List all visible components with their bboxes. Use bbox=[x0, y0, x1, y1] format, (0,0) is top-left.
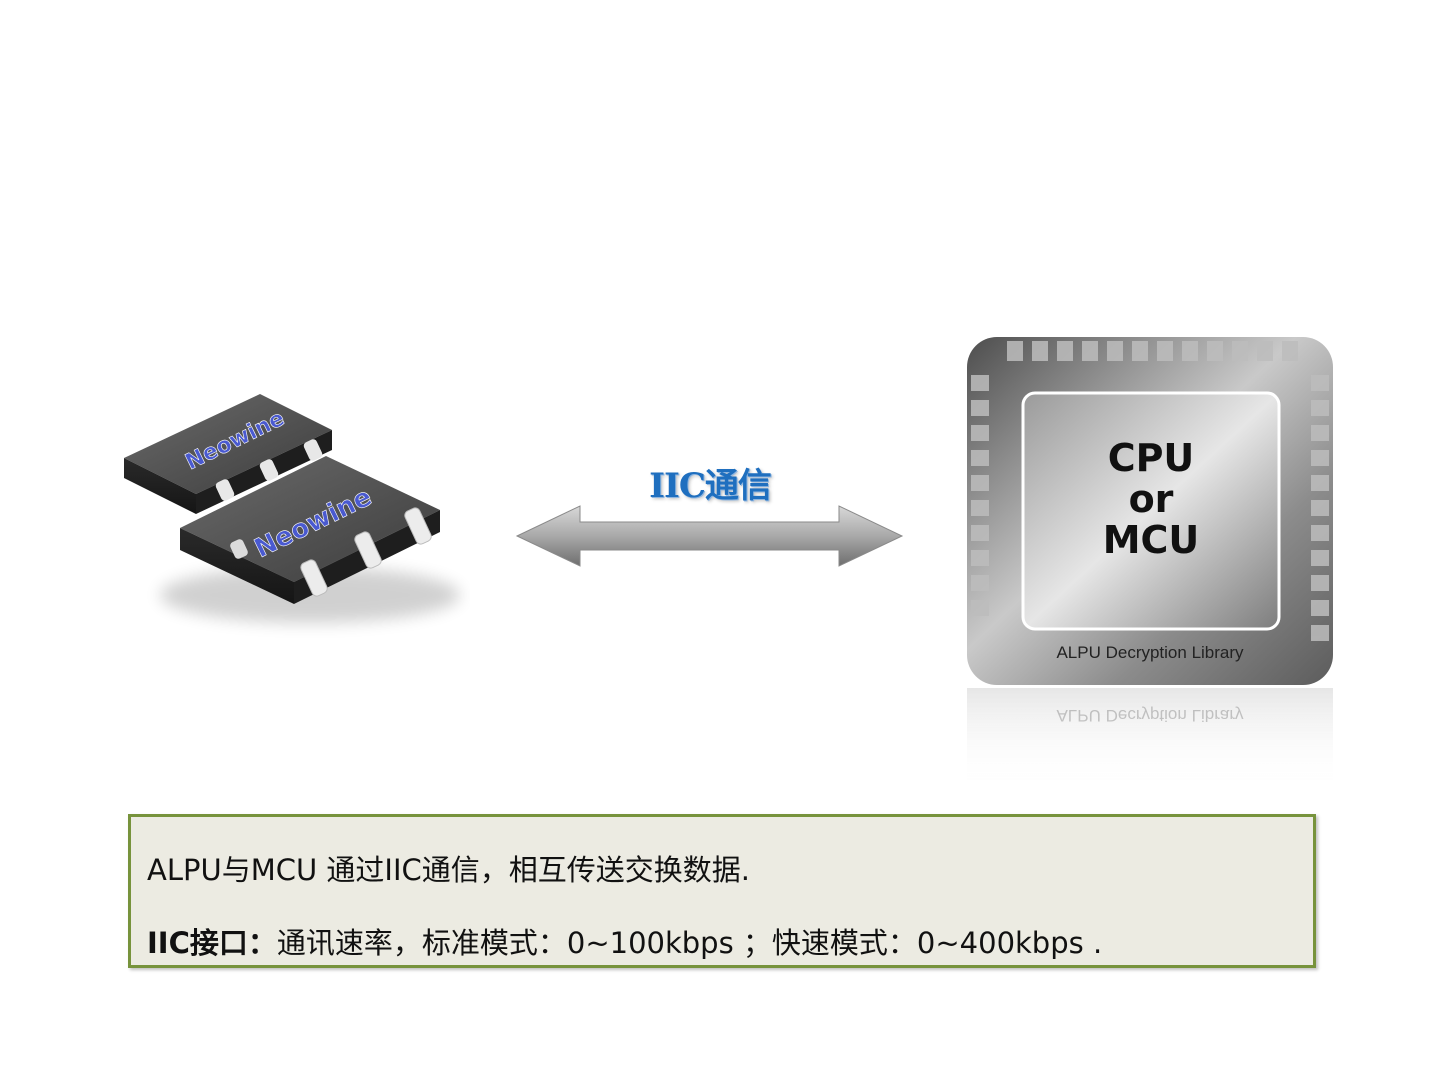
cpu-library-reflection: ALPU Decryption Library bbox=[1056, 706, 1244, 725]
description-line-2: IIC接口：通讯速率，标准模式：0~100kbps ；快速模式：0~400kbp… bbox=[147, 920, 1102, 962]
cpu-title: CPU or MCU bbox=[1025, 438, 1277, 561]
chip-front: Neowine bbox=[180, 456, 440, 604]
description-box: ALPU与MCU 通过IIC通信，相互传送交换数据. IIC接口：通讯速率，标准… bbox=[128, 814, 1316, 968]
arrow-label: IIC通信 bbox=[649, 466, 772, 506]
cpu-title-line3: MCU bbox=[1102, 518, 1200, 562]
iic-interface-detail: 通讯速率，标准模式：0~100kbps ；快速模式：0~400kbps . bbox=[276, 926, 1103, 960]
iic-interface-label: IIC接口： bbox=[147, 926, 277, 960]
cpu-pins bbox=[971, 341, 1329, 641]
cpu-reflection bbox=[967, 688, 1333, 788]
cpu-title-line1: CPU bbox=[1107, 436, 1195, 480]
cpu-chip bbox=[967, 337, 1333, 685]
bidirectional-arrow bbox=[515, 505, 904, 567]
cpu-library-label: ALPU Decryption Library bbox=[1056, 643, 1244, 662]
description-line-1: ALPU与MCU 通过IIC通信，相互传送交换数据. bbox=[147, 853, 750, 887]
cpu-title-line2: or bbox=[1128, 477, 1174, 521]
alpu-chip-packages: Neowine Neowine bbox=[124, 394, 460, 623]
